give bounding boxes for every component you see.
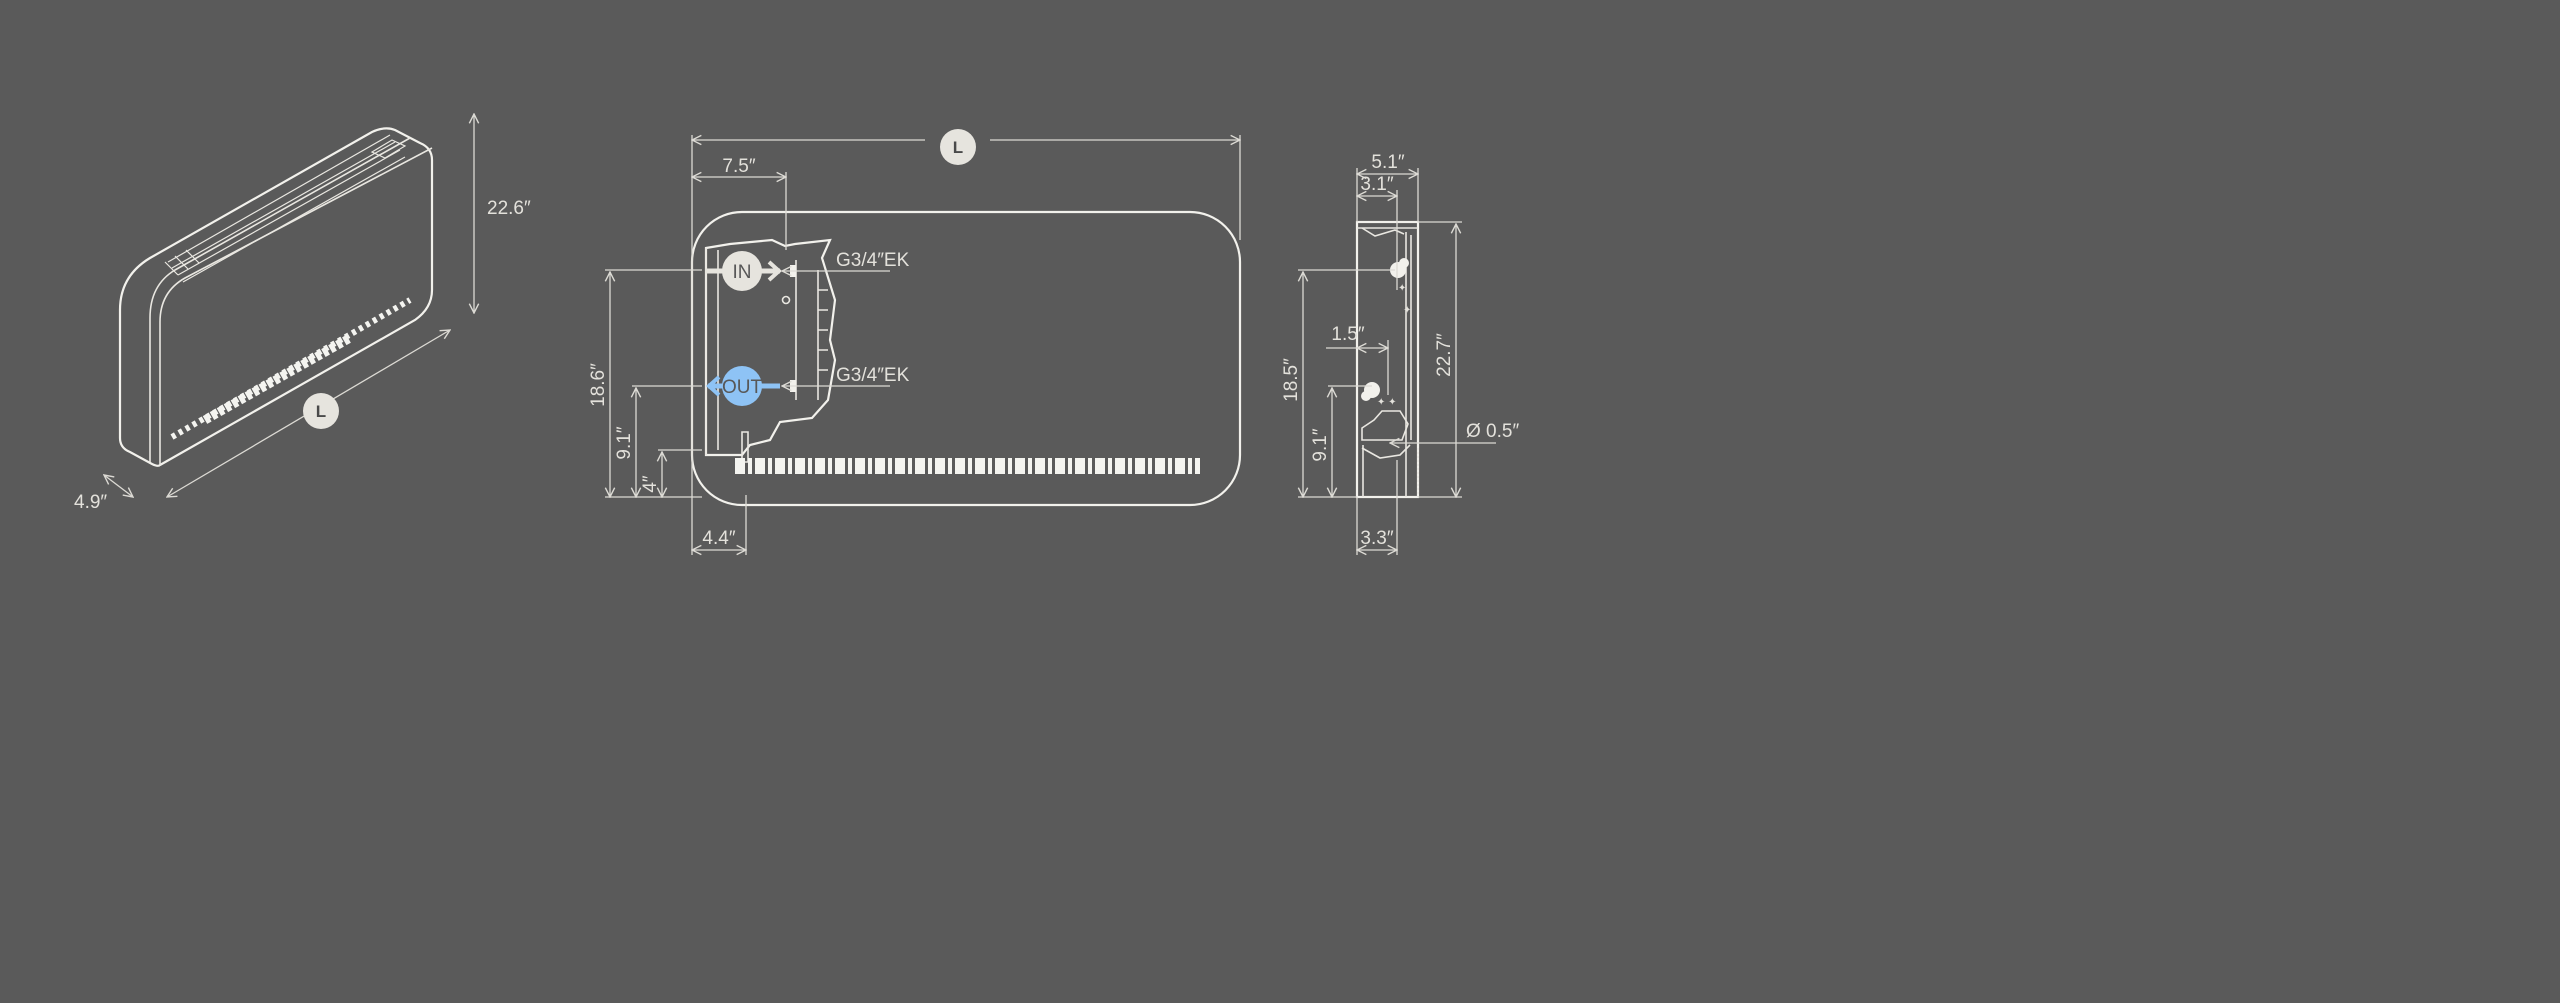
side-in-height-label: 18.5″ <box>1281 358 1302 402</box>
iso-depth-dimension <box>104 475 133 497</box>
iso-body-outline <box>118 127 434 467</box>
svg-text:✦: ✦ <box>1403 305 1411 316</box>
in-label: IN <box>733 262 752 283</box>
bottom-height-label: 4″ <box>640 475 661 493</box>
outlet-depth-label: 1.5″ <box>1331 324 1364 345</box>
iso-height-label: 22.6″ <box>487 198 531 219</box>
out-label: OUT <box>722 377 763 398</box>
inlet-offset-label: 7.5″ <box>722 156 755 177</box>
isometric-view: 22.6″ L 4.9″ <box>74 114 531 513</box>
side-view: ✦ ✦ ✦ ✦ 5.1″ 3.1″ 1.5″ 18.5″ 9.1″ 22.7″ … <box>1281 152 1519 555</box>
out-height-label: 9.1″ <box>614 426 635 459</box>
iso-length-label: L <box>316 402 326 421</box>
iso-front-face-edge <box>159 147 433 465</box>
front-length-badge <box>940 129 976 165</box>
svg-text:✦ ✦: ✦ ✦ <box>1377 397 1397 408</box>
in-badge <box>722 251 762 291</box>
inlet-depth-label: 3.1″ <box>1360 174 1393 195</box>
side-out-height-label: 9.1″ <box>1310 428 1331 461</box>
in-thread-label: G3/4″EK <box>836 250 910 271</box>
out-badge <box>722 366 762 406</box>
front-view: L 7.5″ IN G3/4″EK OUT G3/4″EK 18.6″ 9.1″… <box>588 129 1240 555</box>
side-body-outline <box>1355 220 1420 499</box>
drain-diameter-label: Ø 0.5″ <box>1466 421 1519 442</box>
vent-valve-icon <box>781 295 791 305</box>
iso-length-badge <box>303 393 339 429</box>
in-height-label: 18.6″ <box>588 363 609 407</box>
out-thread-label: G3/4″EK <box>836 365 910 386</box>
iso-depth-label: 4.9″ <box>74 492 107 513</box>
svg-text:✦: ✦ <box>1398 283 1406 294</box>
front-length-label: L <box>953 138 963 157</box>
bottom-offset-label: 4.4″ <box>702 528 735 549</box>
iso-front-edge <box>149 137 411 462</box>
side-bottom-depth-label: 3.3″ <box>1360 528 1393 549</box>
side-depth-label: 5.1″ <box>1371 152 1404 173</box>
iso-top-grille <box>164 134 407 283</box>
side-total-height-label: 22.7″ <box>1434 333 1455 377</box>
